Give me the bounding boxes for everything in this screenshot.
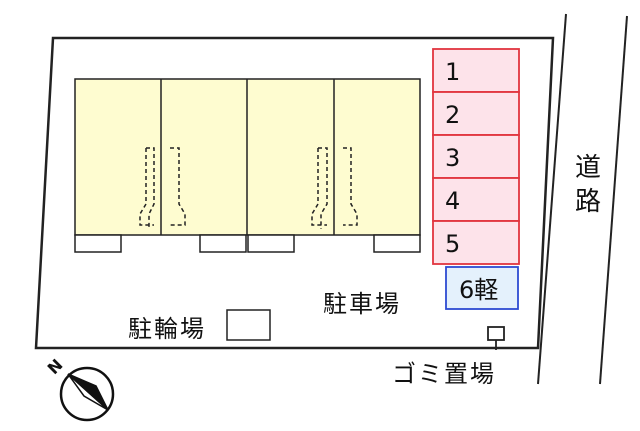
kei-parking-space	[445, 266, 519, 310]
garbage-label: ゴミ置場	[392, 360, 496, 388]
road-label-char-2: 路	[575, 187, 601, 217]
road-label-char-1: 道	[575, 153, 601, 183]
parking-space	[432, 220, 520, 265]
parking-space-label: 5	[445, 230, 460, 258]
parking-spaces: 1 2 3 4 5 6軽	[432, 48, 520, 310]
bicycle-parking-area	[226, 309, 271, 341]
parking-label: 駐車場	[323, 290, 401, 318]
stair-outline-dashed	[311, 148, 327, 226]
stair-outline-dashed	[146, 147, 186, 229]
garbage-station-icon	[487, 326, 505, 350]
road-edge-line	[599, 15, 628, 385]
bicycle-parking-label: 駐輪場	[128, 315, 206, 343]
stair-outline-dashed	[318, 147, 358, 229]
parking-space-label: 3	[445, 144, 460, 172]
entry-pad	[373, 234, 421, 253]
stair-outline-dashed	[139, 148, 154, 226]
entry-pad	[247, 234, 295, 253]
entry-pad	[74, 234, 122, 253]
svg-text:N: N	[44, 355, 67, 378]
parking-space-label: 1	[445, 58, 460, 86]
parking-space-label: 4	[445, 187, 460, 215]
parking-space-label: 2	[445, 101, 460, 129]
parking-space-label: 6軽	[459, 276, 498, 304]
entry-pad	[199, 234, 247, 253]
road-edge-line	[537, 13, 567, 385]
building	[74, 78, 421, 253]
north-arrow-icon: N	[44, 355, 115, 422]
